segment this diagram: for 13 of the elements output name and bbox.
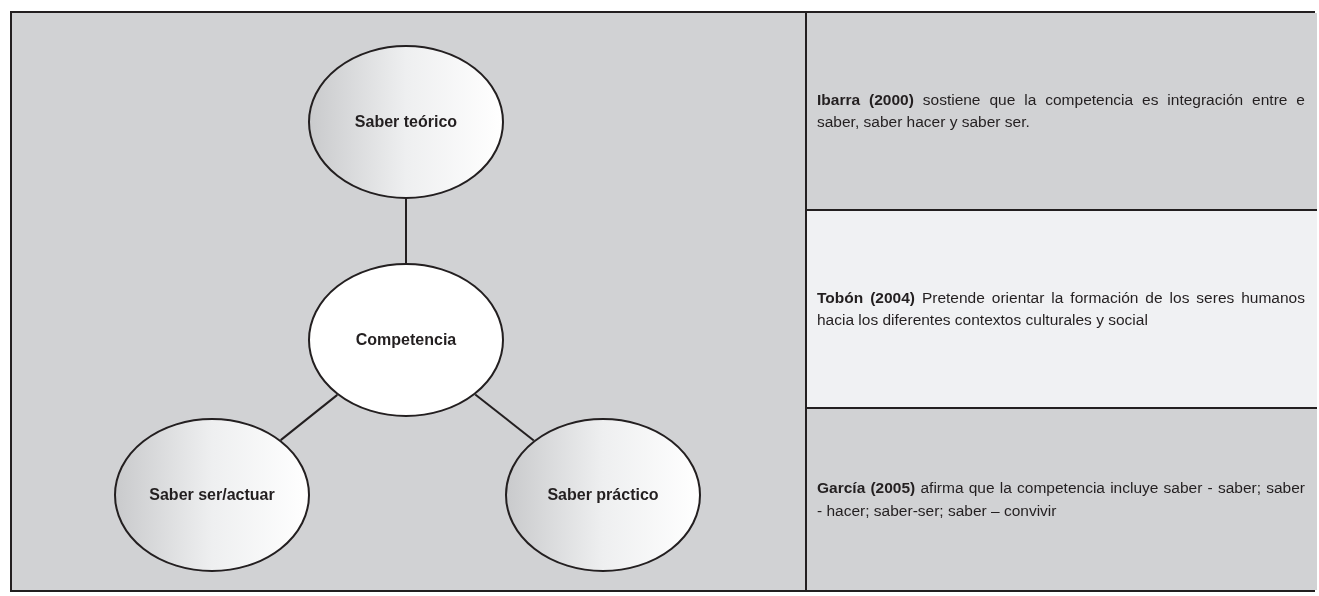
table-cell (805, 407, 1317, 590)
node-label: Saber práctico (547, 486, 659, 504)
node-label: Saber ser/actuar (149, 486, 275, 504)
table-cell (805, 209, 1317, 407)
connector-line (279, 393, 339, 442)
citation-text: García (2005) afirma que la competencia incluye saber - saber; saber - hacer; saber-ser; saber – convivir (817, 478, 1305, 521)
connector-line (405, 198, 407, 264)
node-label: Saber teórico (354, 113, 458, 131)
citation-text: Tobón (2004) Pretende orientar la formación de los seres humanos hacia los diferentes contextos culturales y social (817, 287, 1305, 330)
citation-text: Ibarra (2000) sostiene que la competencia es integración entre e saber, saber hacer y saber ser. (817, 89, 1305, 132)
node-label: Competencia (355, 331, 457, 349)
table-cell (805, 13, 1317, 209)
connector-line (474, 393, 535, 442)
